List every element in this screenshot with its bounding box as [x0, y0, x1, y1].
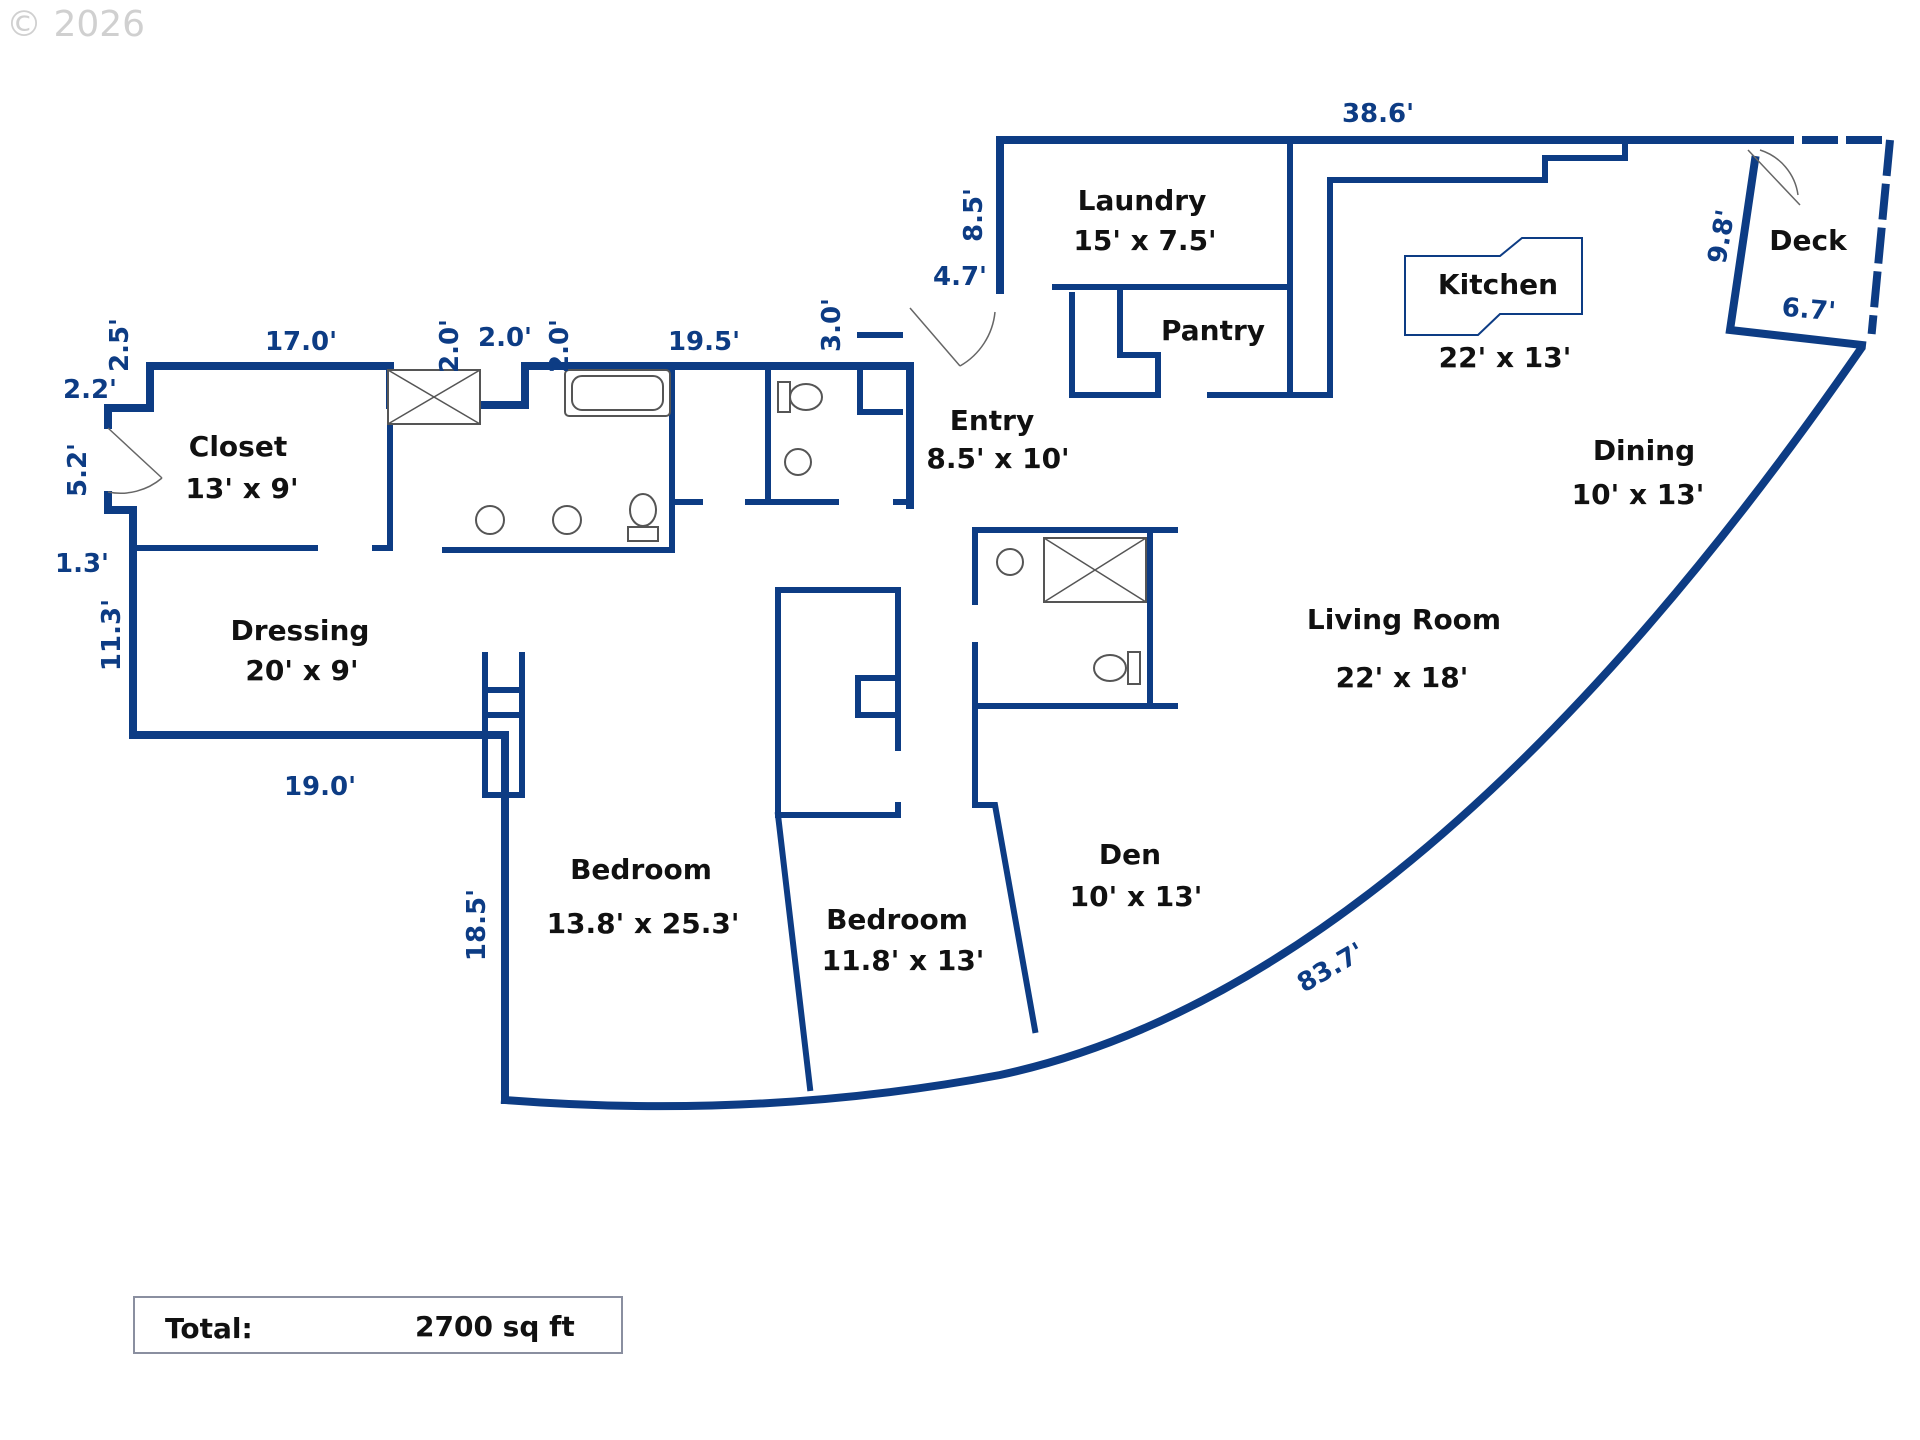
dining-size: 10' x 13'	[1572, 478, 1705, 511]
fixtures	[387, 237, 1583, 685]
dim-2-0b: 2.0'	[478, 323, 532, 353]
closet-name: Closet	[189, 430, 287, 463]
dim-19-5: 19.5'	[668, 327, 740, 357]
dim-19-0: 19.0'	[284, 772, 356, 802]
den-size: 10' x 13'	[1070, 880, 1203, 913]
door-deck	[1747, 149, 1801, 206]
toilet-icon	[1093, 651, 1141, 685]
interior-walls	[130, 137, 1628, 1092]
laundry-name: Laundry	[1078, 184, 1207, 217]
dim-8-5: 8.5'	[959, 188, 989, 242]
dim-38-6: 38.6'	[1342, 99, 1414, 129]
total-label: Total:	[165, 1312, 253, 1345]
laundry-size: 15' x 7.5'	[1073, 224, 1216, 257]
den-name: Den	[1099, 838, 1161, 871]
kitchen-island	[1404, 237, 1583, 336]
doors	[107, 149, 1801, 494]
dim-2-0c: 2.0'	[545, 319, 575, 373]
entry-name: Entry	[950, 404, 1035, 437]
deck-dashed-outline	[1758, 136, 1895, 335]
wall-north	[996, 136, 1766, 294]
total-area-box: Total: 2700 sq ft	[133, 1296, 623, 1354]
dim-83-7: 83.7'	[1292, 937, 1369, 999]
sink-icon	[996, 548, 1024, 576]
copyright-watermark: © 2026	[6, 4, 146, 45]
kitchen-size: 22' x 13'	[1439, 341, 1572, 374]
dressing-name: Dressing	[231, 614, 370, 647]
dim-17-0: 17.0'	[265, 327, 337, 357]
kitchen-name: Kitchen	[1438, 268, 1558, 301]
toilet-icon	[627, 493, 659, 542]
dim-5-2: 5.2'	[63, 443, 93, 497]
sink-icon	[784, 448, 812, 476]
dim-2-5: 2.5'	[105, 318, 135, 372]
dim-11-3: 11.3'	[97, 599, 127, 671]
door-closet	[107, 427, 163, 494]
bedroom2-name: Bedroom	[826, 903, 968, 936]
dim-9-8: 9.8'	[1703, 207, 1742, 265]
dining-name: Dining	[1593, 434, 1695, 467]
sink-icon	[552, 505, 582, 535]
bedroom1-size: 13.8' x 25.3'	[547, 907, 740, 940]
pantry-name: Pantry	[1161, 314, 1265, 347]
living-size: 22' x 18'	[1336, 661, 1469, 694]
door-entry	[909, 307, 996, 367]
dim-18-5: 18.5'	[462, 889, 492, 961]
toilet-icon	[777, 381, 823, 413]
living-name: Living Room	[1307, 603, 1501, 636]
closet-size: 13' x 9'	[185, 472, 298, 505]
room-labels: Closet 13' x 9' Dressing 20' x 9' Laundr…	[185, 184, 1848, 977]
wall-south-curve	[500, 344, 1866, 1111]
dim-4-7: 4.7'	[933, 262, 987, 292]
dim-2-0a: 2.0'	[435, 319, 465, 373]
entry-size: 8.5' x 10'	[926, 442, 1069, 475]
bedroom1-name: Bedroom	[570, 853, 712, 886]
dim-1-3: 1.3'	[55, 549, 109, 579]
dressing-size: 20' x 9'	[245, 654, 358, 687]
dim-2-2: 2.2'	[63, 375, 117, 405]
bedroom2-size: 11.8' x 13'	[822, 944, 985, 977]
total-value: 2700 sq ft	[415, 1310, 575, 1343]
sink-icon	[475, 505, 505, 535]
wall-deck	[1725, 155, 1867, 350]
dimension-labels: 17.0' 2.0' 2.0' 2.0' 19.5' 3.0' 4.7' 8.5…	[55, 99, 1837, 999]
deck-name: Deck	[1769, 224, 1848, 257]
dim-3-0: 3.0'	[817, 298, 847, 352]
dim-6-7: 6.7'	[1780, 293, 1836, 328]
